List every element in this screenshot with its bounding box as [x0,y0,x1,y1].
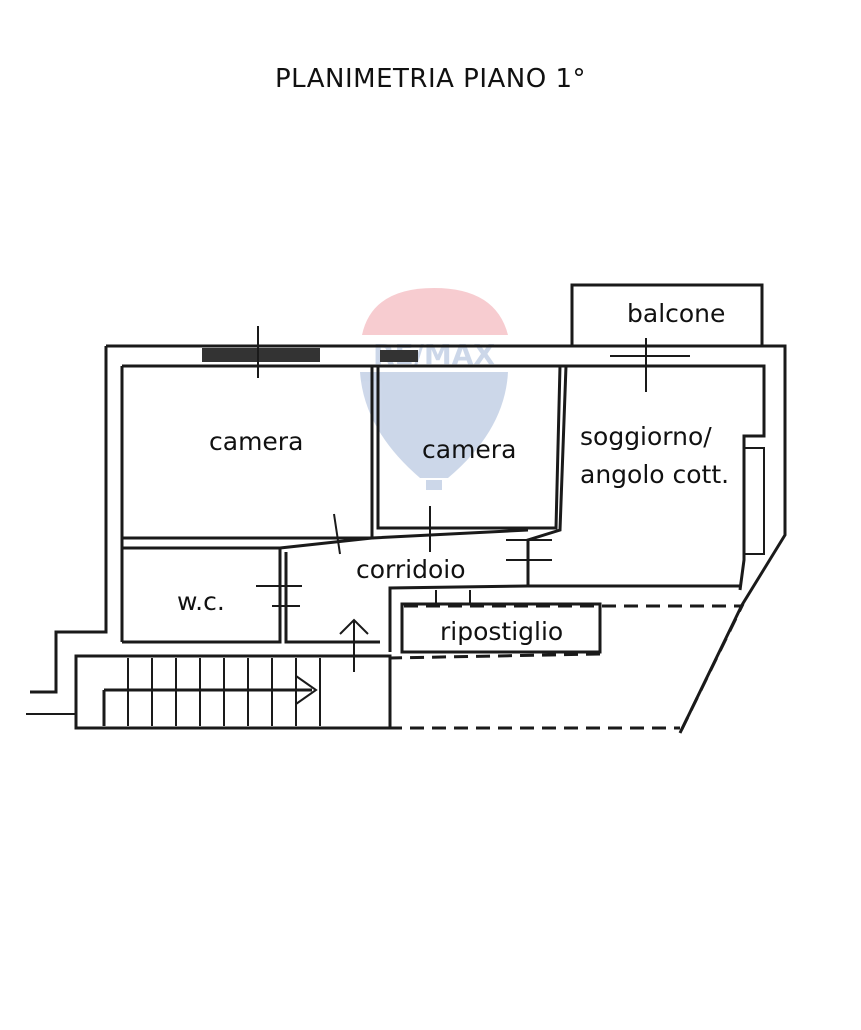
plan-title: PLANIMETRIA PIANO 1° [274,64,587,94]
remax-watermark: RE/MAX [360,288,508,490]
wall-corridor-top [279,528,529,550]
label-balcone: balcone [627,299,725,328]
label-ripostiglio: ripostiglio [440,617,563,646]
wall-wc-corridor [284,552,380,644]
window-camera-2 [380,350,418,362]
label-wc: w.c. [177,587,225,616]
balcony-outline [570,283,764,346]
outer-wall-inner-line [122,364,766,591]
label-corridoio: corridoio [356,555,466,584]
label-camera-1: camera [209,427,303,456]
side-window-soggiorno [743,447,765,555]
door-mark-corridor [333,513,341,555]
watermark-basket [426,480,442,490]
label-camera-2: camera [422,435,516,464]
stair-direction-arrow-icon [295,675,318,705]
watermark-balloon-top [362,288,508,335]
label-soggiorno-line2: angolo cott. [580,460,729,489]
wall-corridor-right [388,584,529,652]
ripostiglio-door [435,590,471,604]
terrace-dashed-top [389,652,601,660]
staircase [26,654,392,730]
window-camera-1 [202,348,320,362]
wall-wc [122,546,282,644]
stair-inner [102,688,312,726]
entrance-arrow-icon [339,618,369,672]
wall-camera-2 [376,364,562,530]
wall-camera-1 [122,364,374,540]
wall-soggiorno-left [526,365,568,586]
wall-ripostiglio [400,602,602,654]
watermark-balloon-bottom [360,372,508,478]
left-outer-wall [30,346,108,694]
stair-outline [74,654,392,730]
label-soggiorno-line1: soggiorno/ [580,422,712,451]
